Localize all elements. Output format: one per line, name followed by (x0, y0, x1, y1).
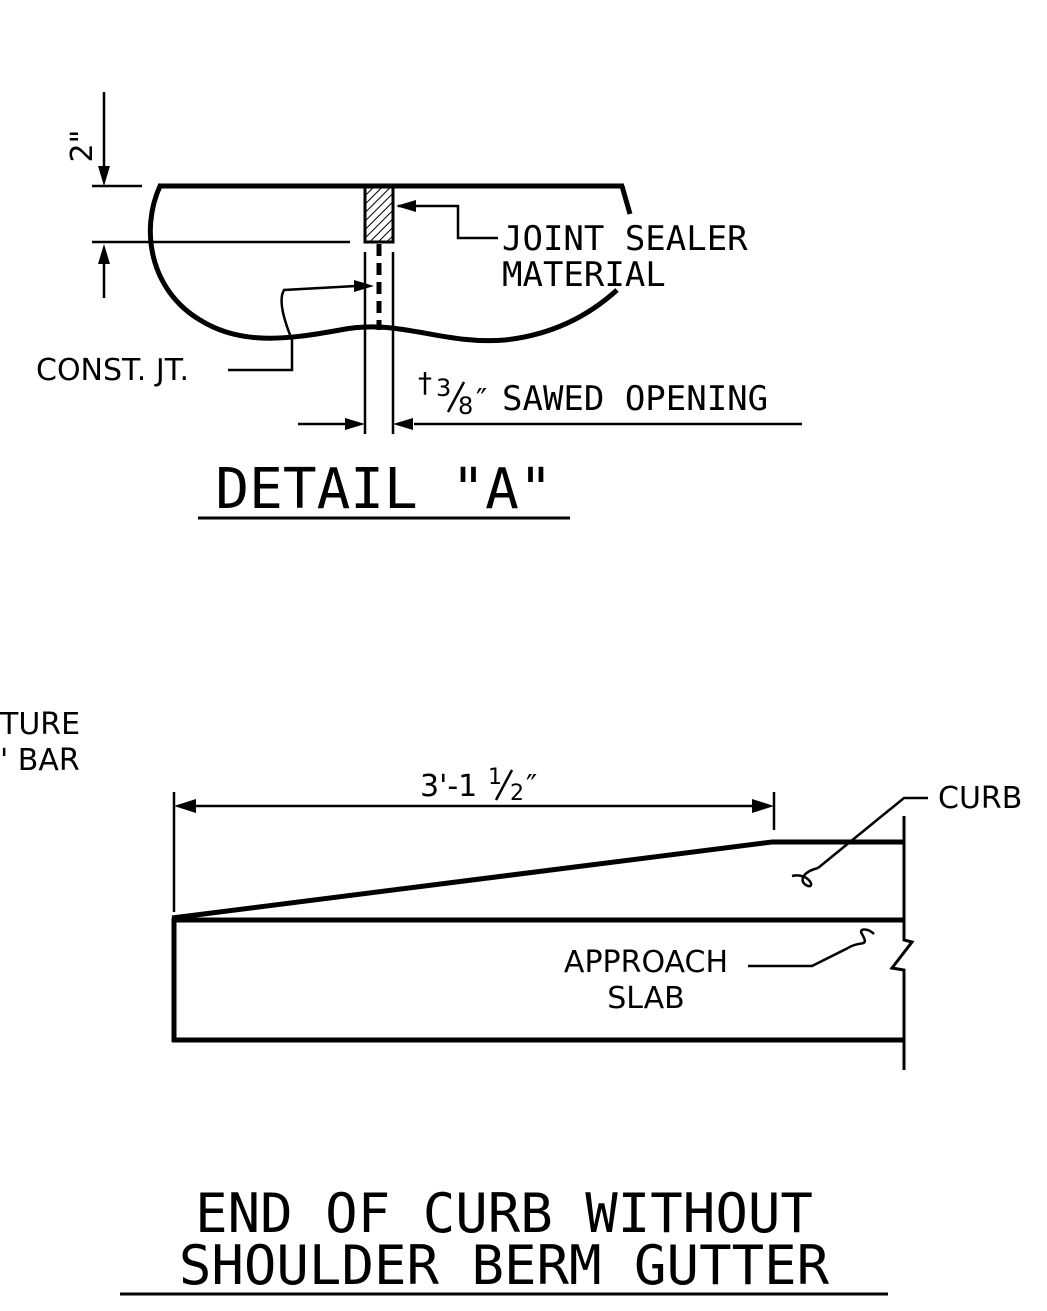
joint-sealer-leader (398, 204, 498, 240)
sawed-opening-frac-num: 3 (436, 374, 451, 402)
joint-sealer-block (363, 184, 395, 244)
sawed-opening-inch: ″ (476, 383, 487, 418)
curb-dim-prefix: 3'-1 (420, 769, 477, 804)
slab-top-right-return (619, 185, 633, 215)
sawed-opening-dagger: † (418, 366, 432, 399)
joint-sealer-arrowhead (396, 200, 416, 212)
curb-dim-frac-num: 1 (488, 765, 502, 790)
approach-slab-leader (748, 946, 849, 968)
end-of-curb-detail: 3'-1 1 2 ″ CURB APPROACH SLAB END OF CUR… (120, 765, 1022, 1297)
left-note-line-2: ' BAR (0, 743, 80, 778)
joint-sealer-label-1: JOINT SEALER (502, 219, 748, 259)
const-jt-label: CONST. JT. (36, 353, 189, 388)
const-jt-leader (228, 284, 357, 372)
end-of-curb-title-1: END OF CURB WITHOUT (195, 1182, 813, 1245)
detail-a: 2" JOINT SEALER MATERIAL CONST. JT. † 3 … (36, 92, 802, 522)
sawed-opening-arrow-right (393, 418, 413, 430)
curb-taper-top (171, 839, 904, 921)
curb-leader-squiggle (791, 866, 819, 888)
curb-dim-arrow-left (174, 799, 196, 813)
dim-2in-label: 2" (65, 130, 100, 163)
right-break-line (889, 816, 915, 1070)
joint-sealer-label-2: MATERIAL (502, 255, 666, 295)
curb-dim-frac-den: 2 (510, 781, 524, 806)
approach-slab-label-2: SLAB (607, 981, 685, 1016)
curb-dim-frac-bar (494, 769, 514, 801)
left-cropped-note: TURE ' BAR (0, 707, 80, 778)
sawed-opening-label: SAWED OPENING (502, 379, 768, 419)
dim-2in-arrowhead-top (98, 166, 110, 186)
const-jt-arrowhead (354, 280, 374, 292)
approach-slab-label-1: APPROACH (564, 945, 728, 980)
approach-slab-leader-squiggle (847, 928, 875, 950)
sawed-opening-frac-den: 8 (458, 392, 473, 420)
slab-break-outline (147, 184, 619, 344)
detail-a-title: DETAIL "A" (215, 457, 552, 522)
left-note-line-1: TURE (0, 707, 80, 742)
curb-dim-inch: ″ (526, 769, 537, 804)
curb-dim-arrow-right (752, 799, 774, 813)
dim-2in-arrowhead-bottom (98, 244, 110, 264)
end-of-curb-title-2: SHOULDER BERM GUTTER (179, 1234, 830, 1297)
curb-label: CURB (938, 781, 1022, 816)
sawed-opening-frac-bar (446, 381, 466, 413)
curb-leader (817, 796, 928, 869)
sawed-opening-arrow-left (345, 418, 365, 430)
